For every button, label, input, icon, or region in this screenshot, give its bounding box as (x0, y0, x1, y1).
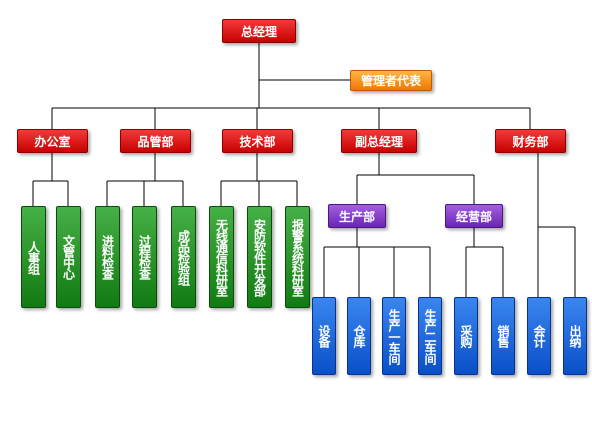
business-dept-box: 经营部 (445, 204, 503, 228)
office-dept-box: 办公室 (17, 129, 88, 153)
finance-dept-box: 财务部 (495, 129, 566, 153)
security-software-box: 安防软件开发部 (247, 206, 272, 308)
general-manager-box: 总经理 (222, 19, 296, 43)
production-dept-box: 生产部 (328, 204, 386, 228)
cashier-box: 出纳 (563, 297, 587, 375)
sales-box: 销售 (491, 297, 515, 375)
document-center-box: 文管中心 (56, 206, 81, 308)
alarm-lab-box: 报警系统科研室 (285, 206, 310, 308)
workshop-1-box: 生产一车间 (382, 297, 406, 375)
deputy-manager-box: 副总经理 (341, 129, 417, 153)
quality-dept-box: 品管部 (120, 129, 191, 153)
process-inspection-box: 过程检查 (132, 206, 157, 308)
tech-dept-box: 技术部 (222, 129, 293, 153)
hr-group-box: 人事组 (21, 206, 46, 308)
purchasing-box: 采购 (454, 297, 478, 375)
equipment-box: 设备 (312, 297, 336, 375)
wireless-lab-box: 无线通信科研室 (209, 206, 234, 308)
management-representative-box: 管理者代表 (350, 70, 432, 91)
workshop-2-box: 生产二车间 (418, 297, 442, 375)
accounting-box: 会计 (527, 297, 551, 375)
warehouse-box: 仓库 (347, 297, 371, 375)
final-inspection-box: 成品检验组 (171, 206, 196, 308)
incoming-inspection-box: 进料检查 (95, 206, 120, 308)
